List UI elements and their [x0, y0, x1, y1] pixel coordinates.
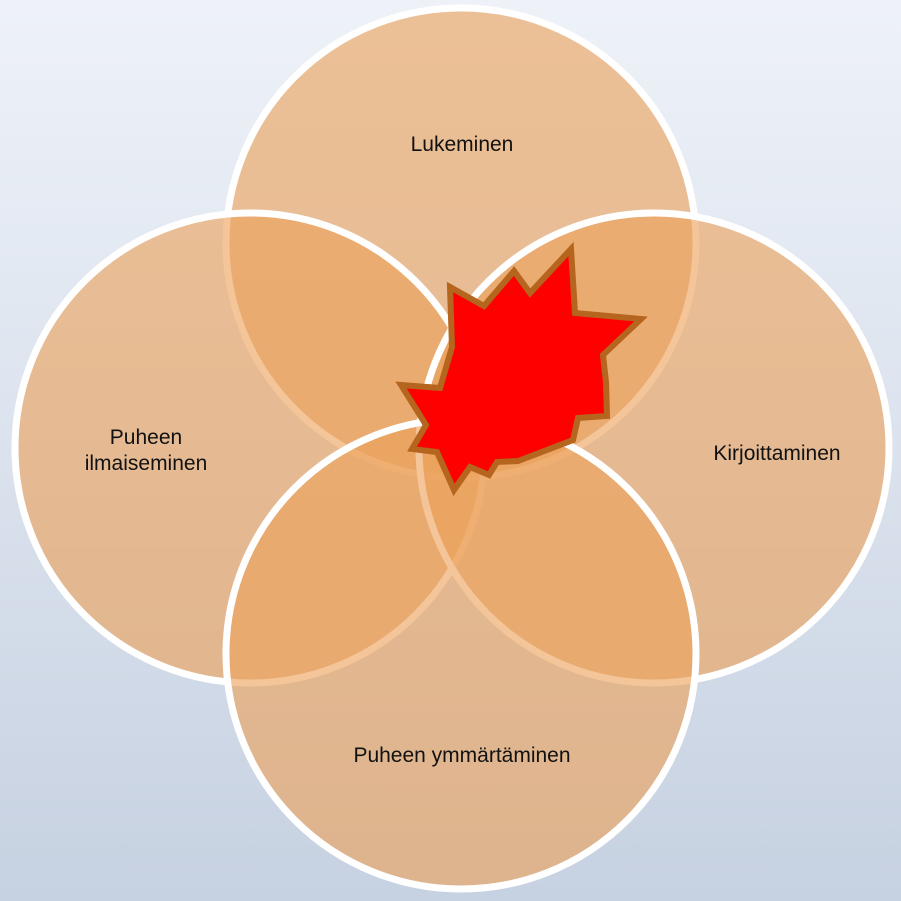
- circle-label-puheen-ymmartaminen: Puheen ymmärtäminen: [353, 744, 571, 767]
- circle-label-kirjoittaminen: Kirjoittaminen: [713, 442, 841, 465]
- venn-circle-bottom: [222, 415, 700, 893]
- circle-label-lukeminen: Lukeminen: [410, 133, 514, 156]
- starburst-icon: [395, 241, 648, 497]
- circle-label-puheen-ilmaiseminen: Puheen ilmaiseminen: [84, 426, 208, 475]
